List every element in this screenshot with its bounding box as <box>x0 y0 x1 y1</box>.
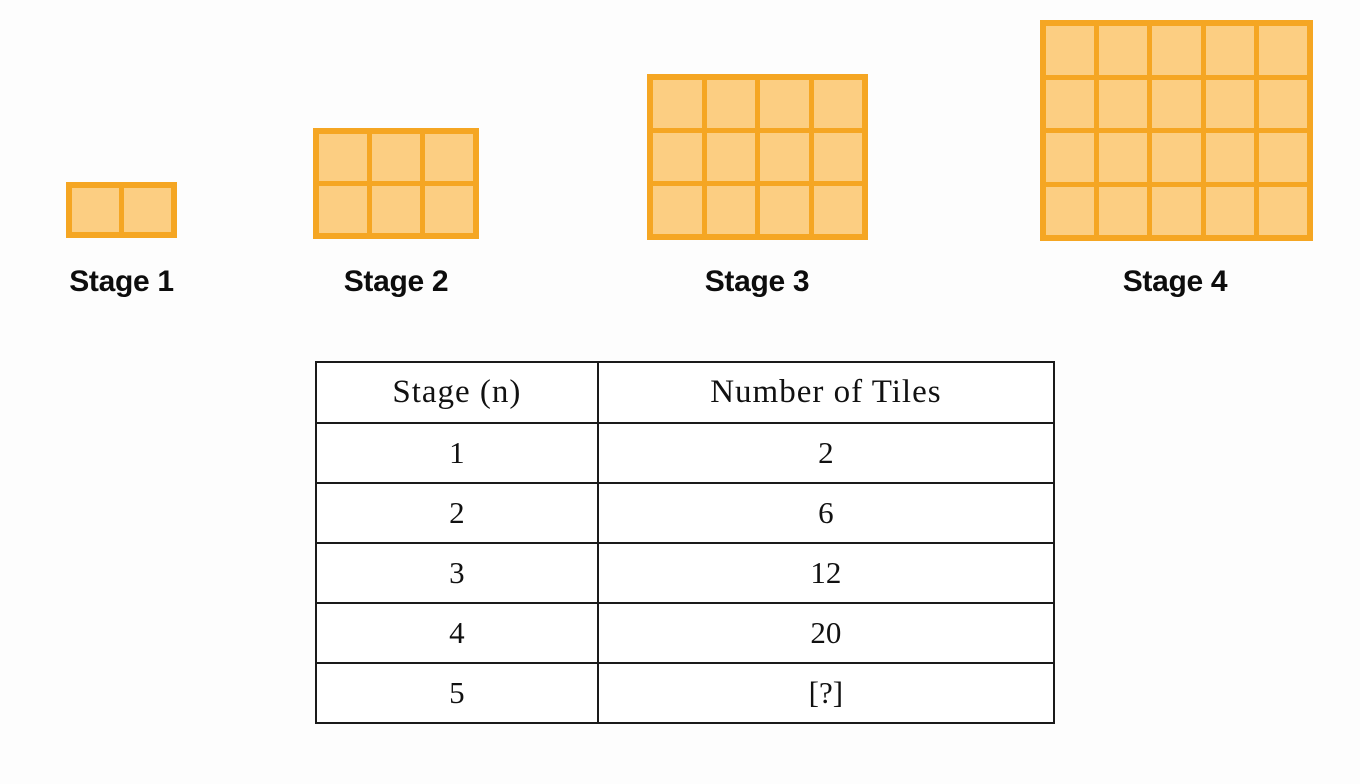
tile <box>1258 79 1307 128</box>
tile <box>1205 186 1254 235</box>
cell-stage-number: 3 <box>315 542 599 604</box>
table-header: Stage (n) Number of Tiles <box>315 361 1056 424</box>
stage-label-3: Stage 3 <box>704 265 810 298</box>
tile <box>1099 79 1148 128</box>
cell-stage-number: 2 <box>315 482 599 544</box>
tile <box>813 80 862 128</box>
tile <box>813 133 862 181</box>
tile <box>813 186 862 234</box>
tile-grid-stage-2 <box>313 128 479 239</box>
tile <box>706 133 755 181</box>
tile <box>1152 79 1201 128</box>
stage-figures-area: Stage 1 Stage 2 Stage 3 Stage 4 <box>0 0 1360 320</box>
tile <box>425 134 473 181</box>
tile <box>425 186 473 233</box>
tile <box>1099 26 1148 75</box>
tile-grid-stage-3 <box>647 74 868 240</box>
stage-label-4: Stage 4 <box>1122 265 1228 298</box>
tile <box>319 134 367 181</box>
tile <box>124 188 171 232</box>
tile <box>1152 133 1201 182</box>
tile <box>1099 186 1148 235</box>
tile <box>372 134 420 181</box>
tile <box>72 188 119 232</box>
tile <box>653 186 702 234</box>
tile <box>1046 79 1095 128</box>
tile <box>372 186 420 233</box>
tile <box>706 186 755 234</box>
tile <box>760 80 809 128</box>
table-header-row: Stage (n) Number of Tiles <box>315 361 1056 424</box>
tile <box>1258 186 1307 235</box>
column-header-stage: Stage (n) <box>315 361 599 424</box>
tile <box>653 80 702 128</box>
stage-label-2: Stage 2 <box>343 265 449 298</box>
stage-label-1: Stage 1 <box>69 265 174 298</box>
tile-grid-stage-1 <box>66 182 177 238</box>
column-header-tiles: Number of Tiles <box>596 361 1056 424</box>
cell-tile-count: 6 <box>596 482 1056 544</box>
cell-stage-number: 1 <box>315 422 599 484</box>
tile <box>653 133 702 181</box>
tile <box>760 133 809 181</box>
table-row: 5[?] <box>315 662 1056 724</box>
tile <box>1099 133 1148 182</box>
tile <box>1046 186 1095 235</box>
tile <box>1152 186 1201 235</box>
tile <box>319 186 367 233</box>
tile <box>1046 26 1095 75</box>
cell-tile-count: 2 <box>596 422 1056 484</box>
tile <box>1258 133 1307 182</box>
cell-tile-count: 12 <box>596 542 1056 604</box>
cell-tile-count: 20 <box>596 602 1056 664</box>
cell-stage-number: 4 <box>315 602 599 664</box>
cell-tile-count: [?] <box>596 662 1056 724</box>
tile <box>760 186 809 234</box>
tile <box>706 80 755 128</box>
tile <box>1258 26 1307 75</box>
tile <box>1205 79 1254 128</box>
tile <box>1205 133 1254 182</box>
tile <box>1152 26 1201 75</box>
tile <box>1205 26 1254 75</box>
cell-stage-number: 5 <box>315 662 599 724</box>
tile <box>1046 133 1095 182</box>
tile-grid-stage-4 <box>1040 20 1313 241</box>
